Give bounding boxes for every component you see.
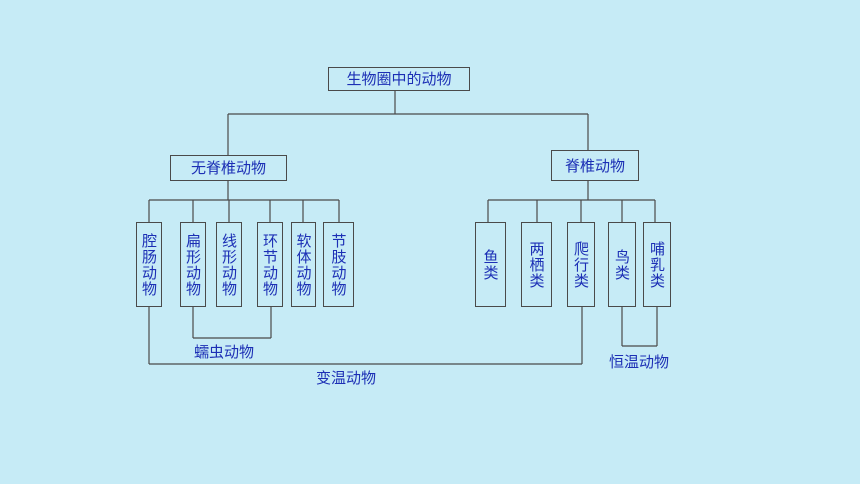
vertebrate-leaf: 爬行类 (567, 222, 595, 307)
invertebrate-leaf: 扁形动物 (180, 222, 206, 307)
invertebrates-node: 无脊椎动物 (170, 155, 287, 181)
invertebrate-leaf: 软体动物 (291, 222, 316, 307)
vertebrate-leaf: 两栖类 (521, 222, 552, 307)
invertebrate-leaf: 环节动物 (257, 222, 283, 307)
vertebrate-leaf: 鱼类 (475, 222, 506, 307)
vertebrates-node: 脊椎动物 (551, 150, 639, 181)
invertebrate-leaf: 节肢动物 (323, 222, 354, 307)
vertebrate-leaf: 哺乳类 (643, 222, 671, 307)
cold-blooded-group-label: 变温动物 (316, 369, 377, 387)
invertebrate-leaf: 线形动物 (216, 222, 242, 307)
invertebrate-leaf: 腔肠动物 (136, 222, 162, 307)
vertebrate-leaf: 鸟类 (608, 222, 636, 307)
root-node: 生物圈中的动物 (328, 67, 470, 91)
worms-group-label: 蠕虫动物 (194, 343, 255, 361)
warm-blooded-group-label: 恒温动物 (609, 353, 670, 371)
